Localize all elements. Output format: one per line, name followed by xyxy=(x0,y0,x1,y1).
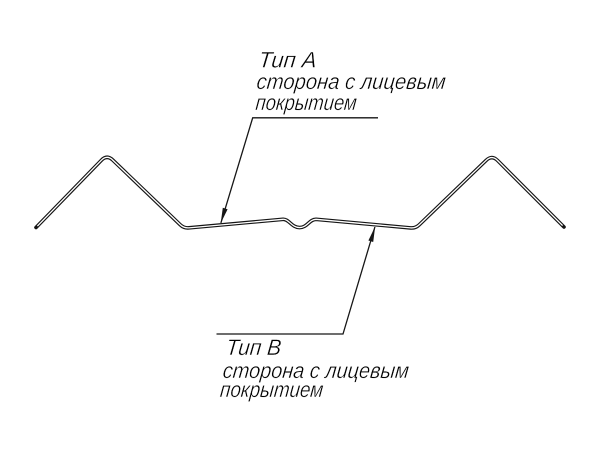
svg-text:Тип В: Тип В xyxy=(225,335,283,360)
svg-text:покрытием: покрытием xyxy=(219,377,325,402)
svg-text:сторона с лицевым: сторона с лицевым xyxy=(255,69,447,94)
svg-text:сторона с лицевым: сторона с лицевым xyxy=(222,358,411,383)
svg-text:покрытием: покрытием xyxy=(254,90,358,115)
svg-text:Тип А: Тип А xyxy=(257,48,318,73)
